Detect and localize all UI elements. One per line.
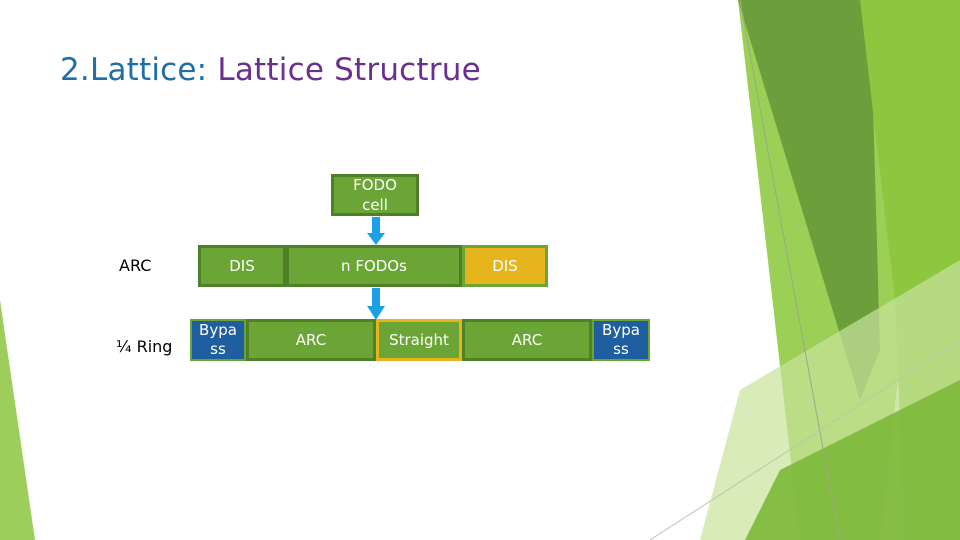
slide-title: 2.Lattice: Lattice Structrue	[60, 52, 481, 88]
arrow-down-icon	[367, 288, 385, 320]
quarter-ring-row-label: ¼ Ring	[116, 337, 173, 356]
left-green-sliver	[0, 300, 35, 540]
n-fodos-box: n FODOs	[286, 245, 462, 287]
arc-right-box: ARC	[462, 319, 592, 361]
arc-left-box: ARC	[246, 319, 376, 361]
arrow-down-icon	[367, 217, 385, 245]
right-facet-bottom	[745, 380, 960, 540]
bypass-right-box: Bypa ss	[592, 319, 650, 361]
right-facet-dark	[738, 0, 880, 400]
title-main: Lattice Structrue	[217, 52, 481, 88]
right-thin-line-1	[739, 0, 841, 540]
bypass-left-box: Bypa ss	[190, 319, 246, 361]
straight-box: Straight	[376, 319, 462, 361]
dis-left-box: DIS	[198, 245, 286, 287]
arc-row-label: ARC	[119, 256, 152, 275]
dis-right-box: DIS	[462, 245, 548, 287]
right-thin-line-2	[649, 339, 960, 540]
fodo-cell-box: FODO cell	[331, 174, 419, 216]
title-prefix: 2.Lattice:	[60, 52, 218, 88]
